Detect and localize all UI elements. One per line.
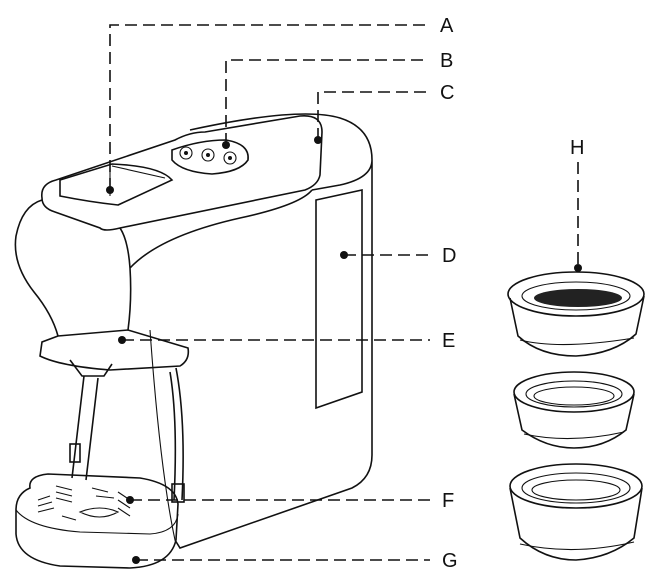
label-e: E	[442, 330, 455, 352]
button-left-icon	[179, 146, 193, 160]
capsule-adapters	[507, 271, 645, 561]
drip-tray-arm-left	[71, 375, 99, 481]
button-right-icon	[223, 151, 237, 165]
label-a: A	[440, 15, 454, 37]
drip-tray-arm-right	[169, 367, 184, 501]
machine-body	[174, 113, 373, 549]
coffee-spout	[69, 359, 113, 377]
front-body	[14, 189, 313, 337]
label-d: D	[442, 245, 456, 267]
capsule-lid	[59, 163, 174, 206]
leader-lines	[106, 24, 582, 564]
drip-tray-grille	[37, 485, 131, 521]
drip-tray	[15, 473, 179, 569]
control-panel	[171, 139, 249, 175]
water-tank	[315, 189, 363, 410]
brewing-head	[39, 329, 190, 371]
label-f: F	[442, 490, 454, 512]
label-c: C	[440, 82, 454, 104]
label-g: G	[442, 550, 458, 572]
top-housing	[40, 115, 323, 231]
label-b: B	[440, 50, 453, 72]
label-h: H	[570, 137, 584, 159]
button-middle-icon	[201, 148, 215, 162]
